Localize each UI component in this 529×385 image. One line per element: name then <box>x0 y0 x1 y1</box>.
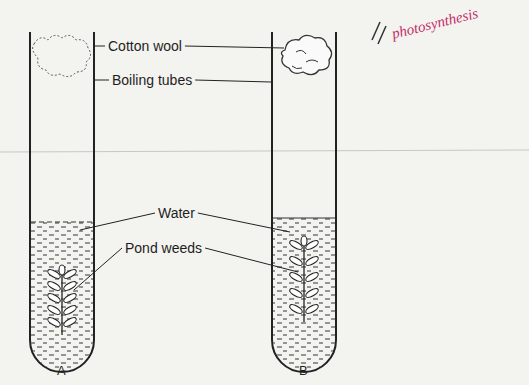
water-a <box>30 222 95 382</box>
leader-line <box>185 46 284 48</box>
pond-weed <box>288 236 319 322</box>
cotton-wool-a <box>33 35 91 76</box>
handwritten-note: photosynthesis <box>390 5 480 42</box>
pond-weed <box>46 265 77 335</box>
leader-line <box>74 248 122 290</box>
leader-line <box>195 80 271 82</box>
tube-letter: B <box>299 363 308 379</box>
leader-line <box>95 80 109 81</box>
tube-letter: A <box>57 363 66 379</box>
cotton-wool-b <box>281 35 331 74</box>
leader-line <box>205 248 298 272</box>
leader-line <box>198 213 290 232</box>
boiling-tube-a <box>30 32 94 372</box>
part-label: Pond weeds <box>125 240 202 256</box>
leader-line <box>95 46 105 47</box>
pond-weeds <box>46 236 319 335</box>
leader-line <box>80 213 155 230</box>
water-b <box>272 218 337 378</box>
page-crease <box>0 150 529 152</box>
boiling-tube-b <box>272 32 336 372</box>
part-label: Water <box>158 205 195 221</box>
pen-marks <box>372 22 386 44</box>
part-label: Boiling tubes <box>112 72 192 88</box>
part-label: Cotton wool <box>108 38 182 54</box>
